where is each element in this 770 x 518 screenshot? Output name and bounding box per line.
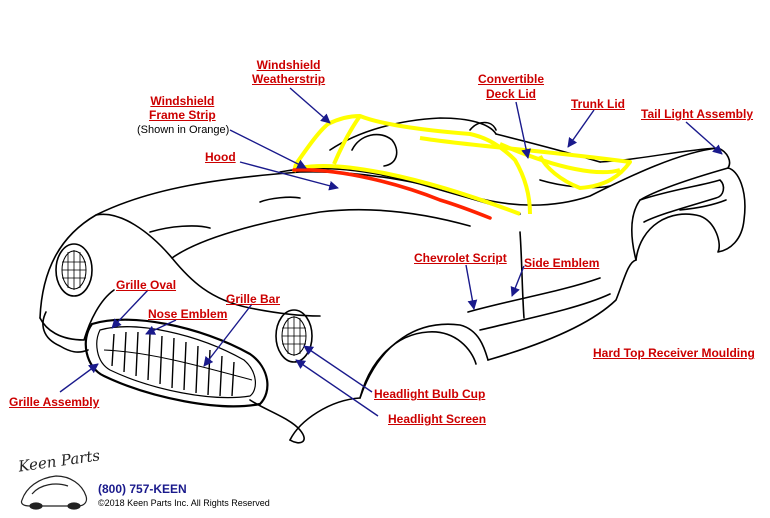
label-grille-bar[interactable]: Grille Bar	[226, 292, 281, 306]
logo-car-icon	[20, 475, 88, 510]
label-nose-emblem[interactable]: Nose Emblem	[148, 307, 228, 321]
grille	[84, 318, 269, 408]
label-hard-top-receiver-moulding[interactable]: Hard Top Receiver Moulding	[593, 346, 755, 360]
weatherstrip-highlight	[292, 114, 632, 216]
headlight-right	[275, 309, 313, 363]
label-tail-light-assembly[interactable]: Tail Light Assembly	[641, 107, 754, 121]
label-line: Deck Lid	[486, 87, 537, 101]
label-headlight-screen[interactable]: Headlight Screen	[388, 412, 487, 426]
label-line: Convertible	[478, 72, 545, 86]
label-trunk-lid[interactable]: Trunk Lid	[571, 97, 625, 111]
label-line: Weatherstrip	[252, 72, 326, 86]
headlight-left	[55, 243, 93, 297]
phone-number[interactable]: (800) 757-KEEN	[98, 482, 187, 496]
label-windshield-frame-strip[interactable]: Windshield Frame Strip	[149, 94, 216, 122]
label-side-emblem[interactable]: Side Emblem	[524, 256, 600, 270]
label-line: Windshield	[150, 94, 215, 108]
label-chevrolet-script[interactable]: Chevrolet Script	[414, 251, 507, 265]
label-convertible-deck-lid[interactable]: Convertible Deck Lid	[478, 72, 544, 101]
label-hood[interactable]: Hood	[205, 150, 236, 164]
label-grille-oval[interactable]: Grille Oval	[116, 278, 177, 292]
label-grille-assembly[interactable]: Grille Assembly	[9, 395, 100, 409]
frame-strip-highlight	[292, 168, 492, 220]
leader-lines	[59, 87, 723, 417]
label-headlight-bulb-cup[interactable]: Headlight Bulb Cup	[374, 387, 486, 401]
label-line: Frame Strip	[149, 108, 216, 122]
label-windshield-weatherstrip[interactable]: Windshield Weatherstrip	[252, 58, 325, 86]
frame-strip-note: (Shown in Orange)	[137, 124, 230, 136]
label-line: Windshield	[256, 58, 321, 72]
copyright-text: ©2018 Keen Parts Inc. All Rights Reserve…	[98, 498, 270, 508]
